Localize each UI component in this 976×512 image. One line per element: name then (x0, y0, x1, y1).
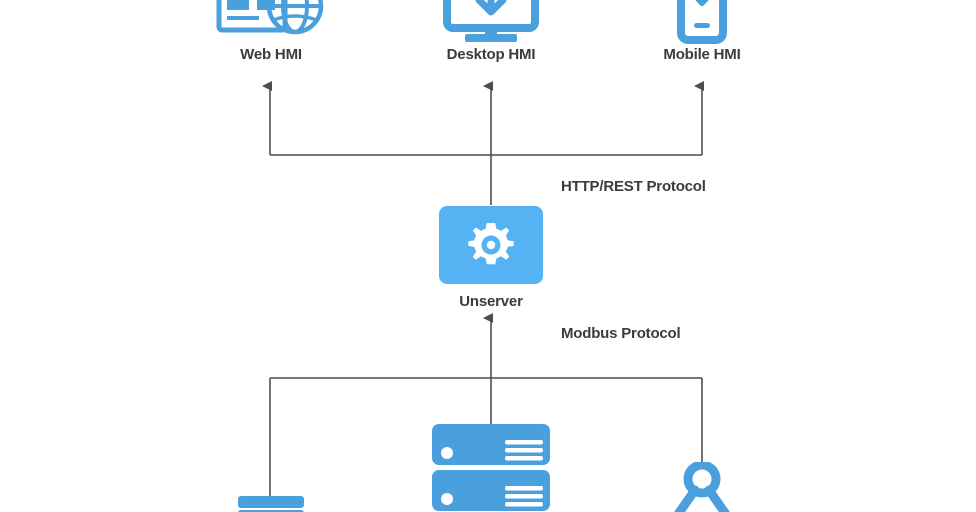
desktop-monitor-download-icon (435, 0, 547, 46)
protocol-label-modbus: Modbus Protocol (561, 325, 681, 342)
protocol-label-http-rest: HTTP/REST Protocol (561, 178, 706, 195)
mobile-phone-download-icon (646, 0, 758, 46)
node-device-left[interactable] (238, 496, 304, 512)
browser-globe-icon (215, 0, 327, 46)
compass-sensor-icon (662, 462, 742, 512)
plc-device-icon (238, 496, 304, 512)
node-desktop-hmi[interactable]: Desktop HMI (426, 0, 556, 63)
gear-icon (465, 219, 517, 271)
node-mobile-hmi[interactable]: Mobile HMI (637, 0, 767, 63)
node-web-hmi[interactable]: Web HMI (206, 0, 336, 63)
node-unserver[interactable]: Unserver (439, 206, 543, 310)
server-stack-icon (432, 424, 550, 512)
node-device-servers[interactable] (432, 424, 550, 512)
node-label-web-hmi: Web HMI (240, 46, 302, 63)
node-device-right[interactable] (662, 462, 742, 512)
node-label-unserver: Unserver (459, 293, 523, 310)
node-label-mobile-hmi: Mobile HMI (663, 46, 741, 63)
node-label-desktop-hmi: Desktop HMI (446, 46, 536, 63)
unserver-box[interactable] (439, 206, 543, 284)
